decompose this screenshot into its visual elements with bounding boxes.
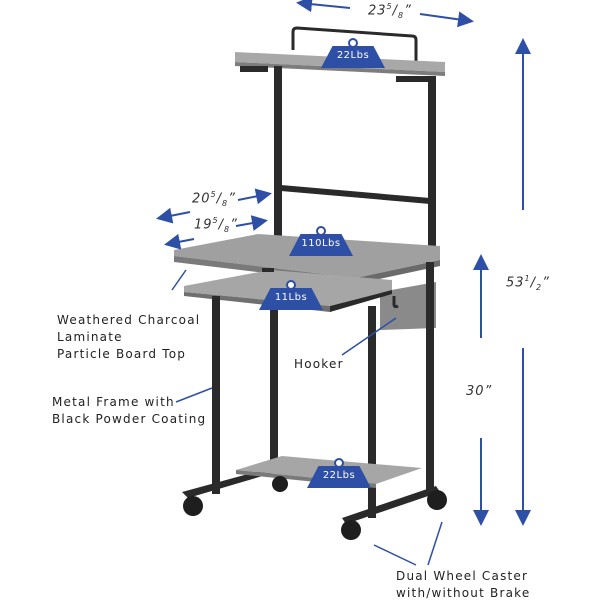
back-panel [380, 282, 436, 330]
crossbar [281, 185, 430, 204]
weight-icon [289, 234, 353, 256]
left-post-upper [274, 66, 282, 246]
label-caster: Dual Wheel Caster with/without Brake [396, 569, 531, 600]
callout-lines [171, 269, 443, 566]
weight-badge-bottom-shelf: 22Lbs [307, 458, 371, 488]
label-hooker: Hooker [294, 357, 344, 371]
weight-badge-desk: 110Lbs [289, 226, 353, 256]
label-board: Weathered Charcoal Laminate Particle Boa… [57, 313, 201, 361]
caster-wheels [183, 476, 447, 540]
dimension-total-height: 531/2” [506, 274, 550, 292]
dimension-desk-height: 30” [466, 384, 493, 399]
dimension-depth-desk: 205/8” [192, 190, 236, 208]
weight-icon [259, 288, 323, 310]
hook [392, 296, 399, 309]
label-frame: Metal Frame with Black Powder Coating [52, 395, 207, 426]
weight-badge-top-shelf: 22Lbs [321, 38, 385, 68]
dimension-width-top: 235/8” [368, 2, 412, 20]
weight-icon [307, 466, 371, 488]
weight-badge-keyboard-tray: 11Lbs [259, 280, 323, 310]
top-handle [291, 26, 418, 62]
weight-icon [321, 46, 385, 68]
dimension-depth-keyboard: 195/8” [194, 216, 238, 234]
dimension-arrows [156, 0, 531, 526]
right-post-upper [428, 80, 436, 250]
